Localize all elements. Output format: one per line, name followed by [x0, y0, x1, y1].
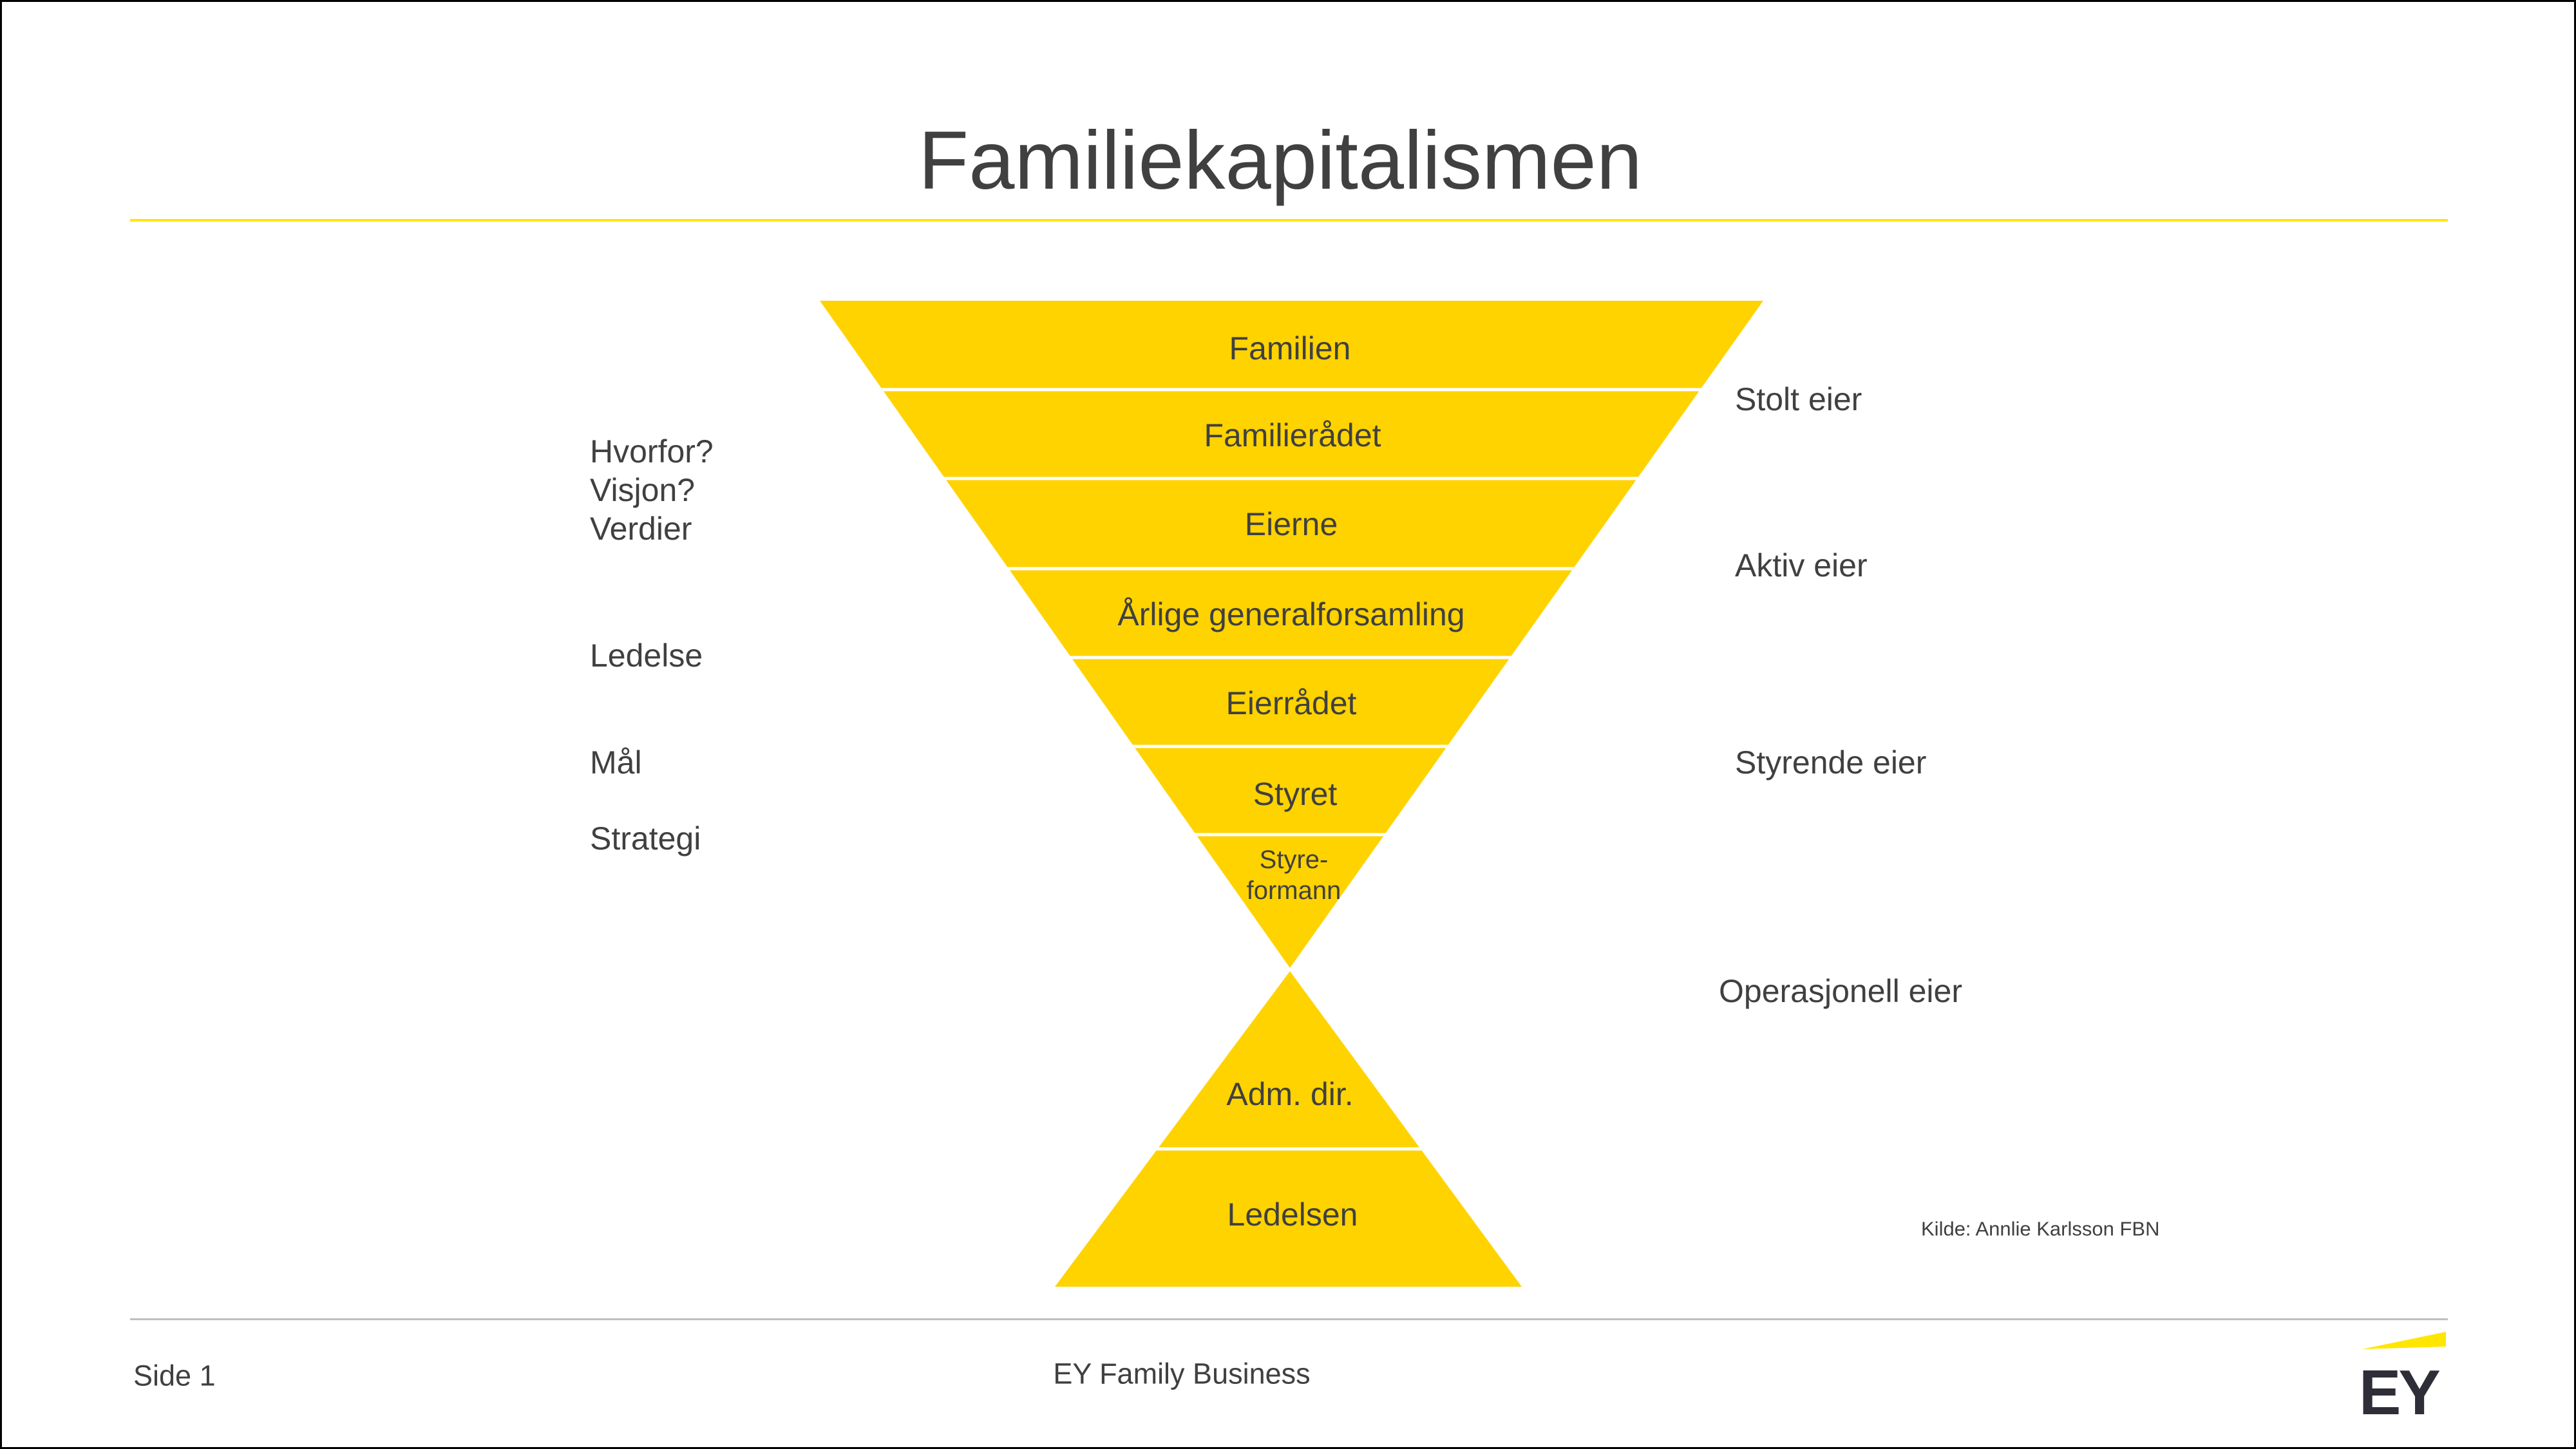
left-label: Visjon?: [590, 472, 696, 508]
band-familien: Familien: [1229, 330, 1351, 366]
left-label: Verdier: [590, 511, 692, 547]
ey-logo: EY: [2359, 1329, 2449, 1425]
right-label: Stolt eier: [1735, 381, 1862, 417]
left-label: Ledelse: [590, 638, 703, 674]
inverted-funnel: [820, 301, 1763, 968]
right-label: Operasjonell eier: [1719, 973, 1962, 1009]
footer-text: EY Family Business: [1053, 1357, 1311, 1390]
ey-logo-beam-icon: [2362, 1332, 2446, 1349]
page-number: Side 1: [133, 1359, 216, 1392]
ey-logo-text: EY: [2359, 1357, 2441, 1428]
band-styreformann-line1: Styre-: [1259, 846, 1329, 874]
band-dividers: [839, 388, 1741, 1151]
band-styret: Styret: [1253, 776, 1338, 812]
right-label: Styrende eier: [1735, 744, 1927, 781]
right-label: Aktiv eier: [1735, 547, 1868, 583]
title-underline: [130, 219, 2448, 222]
source-note: Kilde: Annlie Karlsson FBN: [1921, 1217, 2160, 1240]
pyramid: [1055, 971, 1522, 1287]
band-generalforsamling: Årlige generalforsamling: [1117, 596, 1465, 632]
slide-title: Familiekapitalismen: [918, 115, 1642, 207]
pyramid-adm-dir: Adm. dir.: [1226, 1076, 1354, 1112]
band-eierradet: Eierrådet: [1226, 685, 1357, 721]
left-label: Hvorfor?: [590, 433, 714, 469]
band-eierne: Eierne: [1244, 506, 1338, 542]
left-label: Strategi: [590, 820, 701, 857]
pyramid-ledelsen: Ledelsen: [1227, 1197, 1358, 1233]
band-familieradet: Familierådet: [1204, 417, 1381, 453]
left-label: Mål: [590, 744, 642, 781]
band-styreformann-line2: formann: [1246, 876, 1341, 905]
footer-divider: [130, 1318, 2448, 1320]
